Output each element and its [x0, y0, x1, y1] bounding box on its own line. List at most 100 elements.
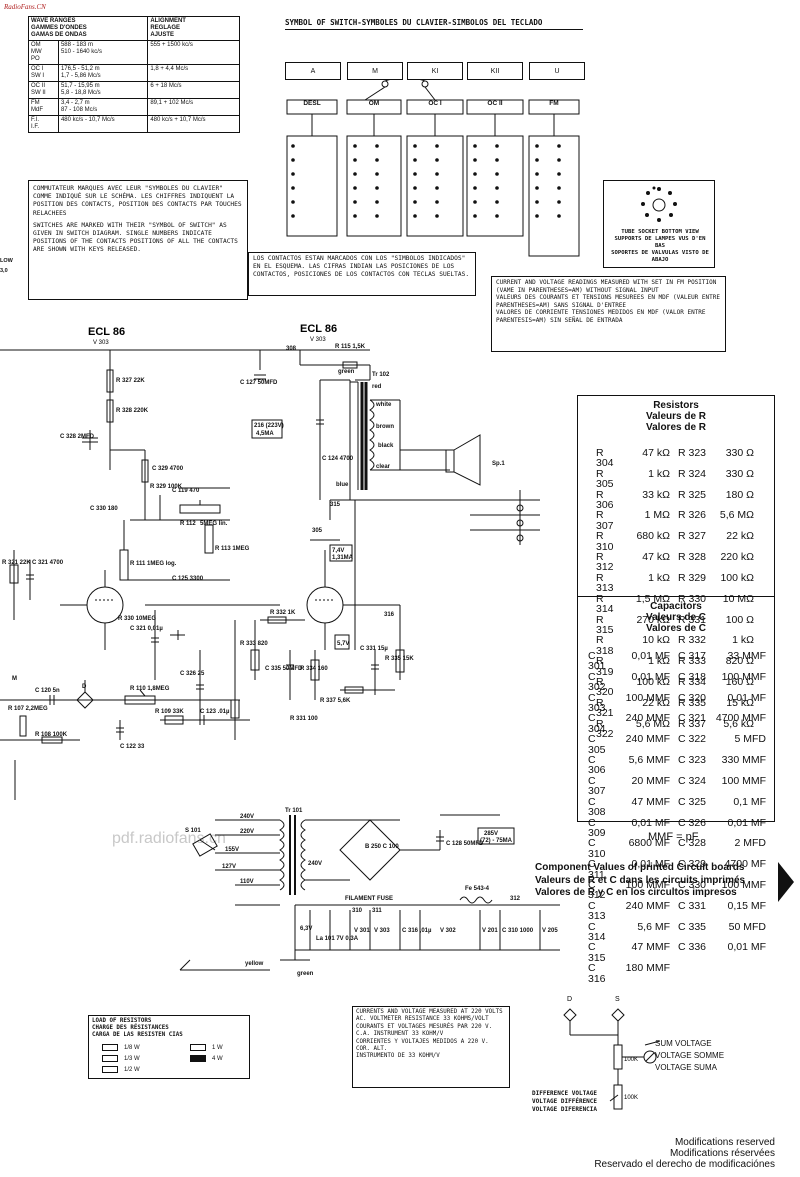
capacitor-value: 47 MMF — [631, 795, 670, 808]
resistor-value: 33 kΩ — [642, 488, 670, 501]
label-c125: C 125 3300 — [172, 576, 204, 582]
label-c321: C 321 0,01µ — [130, 626, 163, 632]
switch-contact — [535, 200, 539, 204]
resistor-value: 1,5 MΩ — [635, 592, 670, 605]
tube-ref-1: V 303 — [93, 340, 109, 346]
resistor-ref: R 331 — [678, 613, 707, 626]
label-c128: C 128 50MFD — [446, 841, 484, 847]
tube-ref-2: V 303 — [310, 337, 326, 343]
label-r112: R 112 — [180, 521, 196, 527]
sum-d-label: D — [567, 996, 572, 1003]
load-row: 1/8 W 1 W — [92, 1042, 246, 1053]
label-filament-fuse: FILAMENT FUSE — [345, 896, 393, 902]
label-r327: R 327 22K — [116, 378, 145, 384]
resistor-ref: R 313 — [596, 571, 614, 595]
label-r330: R 330 10MEG — [118, 616, 156, 622]
label-v205: V 205 — [542, 928, 558, 934]
label-tr101: Tr 101 — [285, 808, 303, 814]
capacitor-ref: C 309 — [588, 816, 606, 839]
capacitor-value: 180 MMF — [625, 962, 670, 975]
switch-contact — [495, 186, 499, 190]
resistors-title-en: Resistors — [653, 400, 699, 411]
switch-contact — [557, 172, 561, 176]
band-cell: OC I SW I — [28, 64, 59, 82]
footer-notes: Modifications reserved Modifications rés… — [560, 1137, 775, 1170]
sum-voltage-es: VOLTAGE SUMA — [655, 1063, 717, 1072]
diff-voltage-fr: VOLTAGE DIFFÉRENCE — [532, 1098, 598, 1105]
switch-contact — [557, 214, 561, 218]
switch-contact — [473, 158, 477, 162]
section-om: OM — [368, 100, 380, 107]
capacitor-ref: C 306 — [588, 754, 606, 777]
capacitor-ref: C 328 — [678, 837, 707, 850]
switch-contact — [473, 172, 477, 176]
label-r113: R 113 1MEG — [215, 546, 250, 552]
label-b250: B 250 C 100 — [365, 844, 399, 850]
switch-contact — [495, 200, 499, 204]
switch-contact — [435, 214, 439, 218]
band-cell: OM MW PO — [28, 40, 59, 65]
resistor-value: 10 MΩ — [722, 592, 754, 605]
label-green2: green — [297, 971, 314, 977]
switch-contact — [535, 144, 539, 148]
label-c124: C 124 4700 — [322, 456, 354, 462]
capacitor-ref: C 315 — [588, 941, 606, 964]
section-oci: OC I — [428, 100, 442, 107]
label-n311: 311 — [372, 908, 382, 914]
align-cell: 6 + 18 Mc/s — [147, 81, 240, 99]
resistor-ref: R 312 — [596, 551, 614, 574]
capacitor-value: 4700 MMF — [715, 712, 766, 725]
label-r335: R 335 15K — [385, 656, 414, 662]
resistor-value: 160 Ω — [725, 675, 754, 688]
capacitor-value: 100 MMF — [721, 670, 766, 683]
capacitor-ref: C 323 — [678, 754, 707, 767]
label-r331: R 331 100 — [290, 716, 318, 722]
switch-contact — [353, 214, 357, 218]
resistor-value: 820 Ω — [725, 655, 754, 668]
resistor-ref: R 314 — [596, 592, 614, 616]
label-c122: C 122 33 — [120, 744, 145, 750]
resistor-ref: R 320 — [596, 675, 614, 699]
label-v3: 5,7V — [337, 641, 349, 647]
label-voltage1: 216 (223V) — [254, 423, 284, 429]
band-cell: OC II SW II — [28, 81, 59, 99]
label-smeg: 5MEG lin. — [200, 521, 228, 527]
label-c123: C 123 .01µ — [200, 709, 230, 715]
switch-contact — [473, 144, 477, 148]
switch-note-box: COMMUTATEUR MARQUES AVEC LEUR "SYMBOLES … — [28, 180, 248, 300]
switch-contact — [353, 158, 357, 162]
switch-contact — [435, 144, 439, 148]
switch-contact — [535, 214, 539, 218]
resistor-value: 330 Ω — [725, 447, 754, 459]
label-i2: 1,31MA — [332, 555, 354, 561]
resistor-value: 10 kΩ — [642, 634, 670, 647]
resistor-value: 5,6 kΩ — [723, 717, 754, 730]
switch-contact — [291, 158, 295, 162]
resistor-value: 100 Ω — [725, 613, 754, 626]
switch-contact — [375, 186, 379, 190]
sum-voltage-labels: SUM VOLTAGE VOLTAGE SOMME VOLTAGE SUMA — [655, 1038, 724, 1074]
resistor-symbol-icon — [190, 1055, 206, 1062]
resistor-value: 1 kΩ — [648, 655, 670, 668]
label-white: white — [375, 402, 392, 408]
capacitors-title-fr: Valeurs de C — [645, 612, 707, 623]
resistor-ref: R 326 — [678, 509, 707, 522]
resistor-value: 100 kΩ — [636, 675, 670, 688]
resistor-symbol-icon — [102, 1055, 118, 1062]
capacitor-ref: C 317 — [678, 650, 707, 662]
label-r111: R 111 1MEG log. — [130, 561, 177, 567]
switch-contact — [291, 200, 295, 204]
component-heading-en: Component Values of printed Circuit boar… — [535, 862, 745, 873]
resistor-ref: R 318 — [596, 634, 614, 657]
